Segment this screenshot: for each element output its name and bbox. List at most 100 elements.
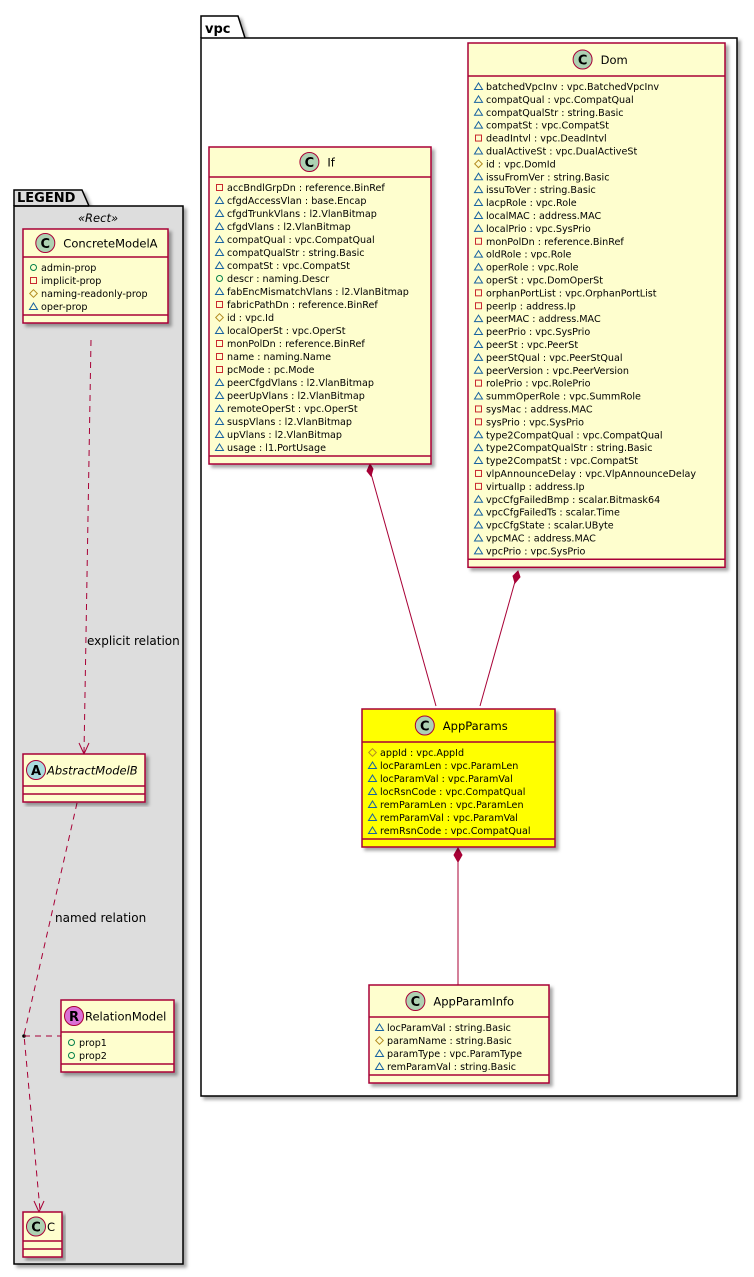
svg-text:R: R	[69, 1010, 79, 1025]
appparams-composition-diamond	[453, 846, 463, 864]
explicit-relation-edge	[83, 339, 92, 754]
oper-triangle-icon	[473, 94, 484, 103]
attribute-row: vpcCfgFailedBmp : scalar.Bitmask64	[473, 495, 660, 506]
oper-triangle-icon	[214, 196, 225, 204]
oper-triangle-icon	[367, 800, 378, 808]
attribute-text: monPolDn : reference.BinRef	[227, 339, 365, 350]
attribute-row: remParamLen : vpc.ParamLen	[367, 800, 524, 811]
attribute-text: appId : vpc.AppId	[380, 748, 464, 759]
attribute-row: compatQualStr : string.Basic	[214, 248, 365, 259]
attribute-row: naming-readonly-prop	[28, 288, 148, 300]
oper-triangle-icon	[473, 223, 484, 232]
attribute-text: cfgdVlans : l2.VlanBitmap	[227, 222, 351, 233]
attribute-row: admin-prop	[30, 263, 96, 274]
attribute-text: compatQual : vpc.CompatQual	[486, 95, 634, 106]
attribute-row: remParamVal : vpc.ParamVal	[367, 813, 518, 824]
oper-triangle-icon	[473, 456, 484, 465]
attribute-text: type2CompatQualStr : string.Basic	[486, 443, 652, 454]
naming-diamond-icon	[473, 159, 484, 169]
attribute-row: sysMac : address.MAC	[475, 404, 593, 415]
svg-text:A: A	[31, 764, 41, 779]
attribute-text: locRsnCode : vpc.CompatQual	[380, 787, 525, 798]
attribute-row: accBndlGrpDn : reference.BinRef	[216, 183, 385, 194]
implicit-square-icon	[475, 237, 482, 245]
oper-triangle-icon	[473, 507, 484, 516]
attribute-row: peerMAC : address.MAC	[473, 314, 601, 325]
svg-text:C: C	[305, 156, 315, 171]
if-appparams-edge	[369, 469, 437, 707]
attribute-row: batchedVpcInv : vpc.BatchedVpcInv	[473, 82, 659, 93]
attribute-row: deadIntvl : vpc.DeadIntvl	[475, 134, 607, 145]
oper-triangle-icon	[367, 813, 378, 821]
attribute-text: sysPrio : vpc.SysPrio	[486, 417, 584, 428]
attribute-text: peerVersion : vpc.PeerVersion	[486, 366, 629, 377]
attribute-text: peerUpVlans : l2.VlanBitmap	[227, 391, 365, 402]
oper-triangle-icon	[374, 1062, 385, 1070]
oper-triangle-icon	[473, 210, 484, 219]
class-c-icon: C	[572, 49, 593, 70]
attribute-text: peerPrio : vpc.SysPrio	[486, 327, 590, 338]
attribute-row: remRsnCode : vpc.CompatQual	[367, 826, 531, 837]
attribute-row: type2CompatQualStr : string.Basic	[473, 443, 652, 454]
attribute-text: localMAC : address.MAC	[486, 211, 601, 222]
attribute-text: remParamVal : vpc.ParamVal	[380, 813, 518, 824]
attribute-row: vpcCfgFailedTs : scalar.Time	[473, 507, 620, 519]
attribute-row: compatQual : vpc.CompatQual	[473, 94, 634, 106]
oper-triangle-icon	[214, 222, 225, 230]
class-c-icon: C	[26, 1216, 46, 1237]
implicit-square-icon	[475, 405, 482, 413]
dom-composition-diamond	[512, 570, 521, 585]
attribute-text: sysMac : address.MAC	[486, 404, 593, 415]
oper-triangle-icon	[473, 327, 484, 336]
attribute-text: compatQualStr : string.Basic	[227, 248, 365, 259]
attribute-row: peerSt : vpc.PeerSt	[473, 340, 578, 351]
attribute-text: peerCfgdVlans : l2.VlanBitmap	[227, 378, 374, 389]
vpc-title: vpc	[205, 22, 231, 37]
oper-triangle-icon	[214, 209, 225, 217]
oper-triangle-icon	[367, 826, 378, 834]
attribute-row: peerVersion : vpc.PeerVersion	[473, 366, 629, 377]
attribute-text: suspVlans : l2.VlanBitmap	[227, 417, 352, 428]
svg-text:C: C	[31, 1220, 41, 1235]
attribute-text: cfgdAccessVlan : base.Encap	[227, 196, 367, 207]
attribute-row: paramName : string.Basic	[374, 1035, 512, 1047]
edges: explicit relation named relation	[22, 339, 521, 1214]
abstract-a-icon: A	[26, 760, 46, 780]
class-c-icon: C	[414, 715, 435, 736]
attribute-row: fabricPathDn : reference.BinRef	[216, 300, 378, 311]
class-c-icon: C	[35, 233, 56, 253]
attribute-text: vpcCfgFailedTs : scalar.Time	[486, 508, 620, 519]
oper-triangle-icon	[473, 146, 484, 155]
attribute-text: descr : naming.Descr	[227, 274, 329, 285]
attribute-row: rolePrio : vpc.RolePrio	[475, 379, 591, 390]
attribute-text: compatQualStr : string.Basic	[486, 108, 624, 119]
attribute-text: prop1	[79, 1038, 107, 1049]
oper-triangle-icon	[473, 391, 484, 400]
attribute-text: compatQual : vpc.CompatQual	[227, 235, 375, 246]
attribute-text: localPrio : vpc.SysPrio	[486, 224, 591, 235]
named-relation-edge	[23, 802, 78, 1211]
class-if[interactable]: C If accBndlGrpDn : reference.BinRef cfgdAc…	[208, 146, 432, 465]
attribute-text: remRsnCode : vpc.CompatQual	[380, 826, 531, 837]
oper-triangle-icon	[214, 287, 225, 295]
svg-text:C: C	[578, 53, 588, 68]
oper-triangle-icon	[473, 185, 484, 194]
attribute-row: suspVlans : l2.VlanBitmap	[214, 417, 352, 428]
svg-text:C: C	[41, 237, 51, 252]
class-name: If	[327, 156, 335, 170]
attribute-row: fabEncMismatchVlans : l2.VlanBitmap	[214, 287, 409, 298]
legend-package: LEGEND «Rect»	[13, 189, 184, 1265]
attribute-text: virtualIp : address.Ip	[486, 482, 585, 493]
oper-triangle-icon	[473, 275, 484, 284]
attribute-text: localOperSt : vpc.OperSt	[227, 326, 346, 337]
oper-triangle-icon	[367, 761, 378, 769]
